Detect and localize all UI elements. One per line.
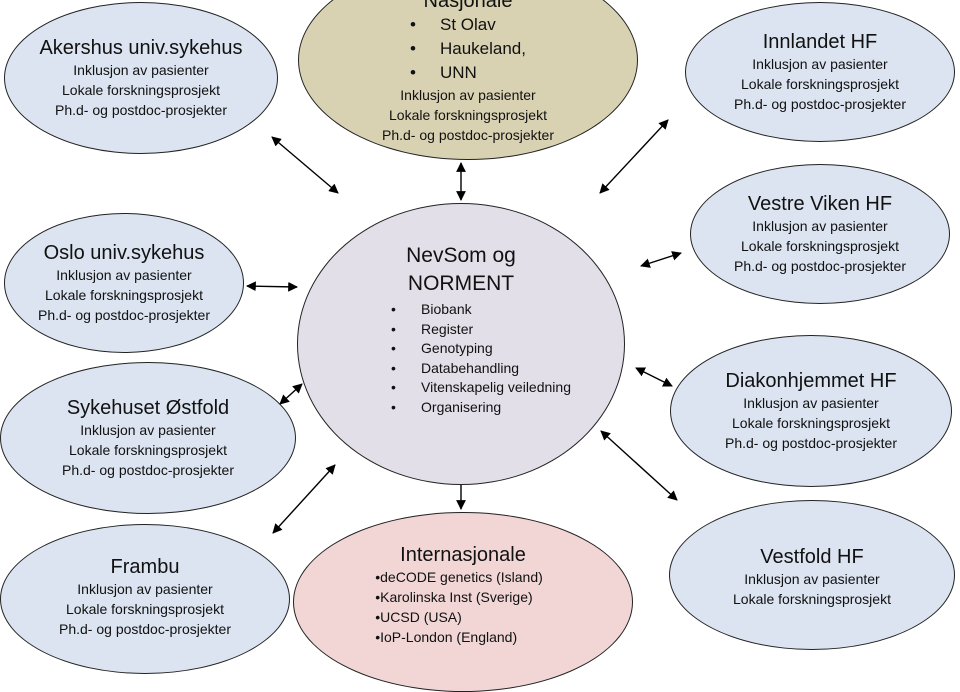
node-nevsom-norment: NevSom og NORMENT •Biobank •Register •Ge… xyxy=(297,203,625,485)
node-line: Inklusjon av pasienter xyxy=(744,571,880,587)
node-title: Innlandet HF xyxy=(762,31,878,53)
node-line: Ph.d- og postdoc-prosjekter xyxy=(38,307,210,323)
node-line: Ph.d- og postdoc-prosjekter xyxy=(55,102,227,118)
bullet-list: •Biobank •Register •Genotyping •Databeha… xyxy=(391,300,571,417)
node-line: Ph.d- og postdoc-prosjekter xyxy=(59,621,231,637)
node-akershus: Akershus univ.sykehus Inklusjon av pasie… xyxy=(4,2,278,154)
node-line: Ph.d- og postdoc-prosjekter xyxy=(734,96,906,112)
node-line: Lokale forskningsprosjekt xyxy=(45,287,203,303)
node-line: Lokale forskningsprosjekt xyxy=(741,76,899,92)
node-title: Sykehuset Østfold xyxy=(66,397,230,419)
node-innlandet: Innlandet HF Inklusjon av pasienter Loka… xyxy=(685,2,955,142)
node-line: Ph.d- og postdoc-prosjekter xyxy=(382,127,554,143)
list-item: •Databehandling xyxy=(391,359,520,376)
bullet-list: •St Olav •Haukeland, •UNN xyxy=(410,13,526,85)
list-item: •Haukeland, xyxy=(409,39,526,58)
node-vestre-viken: Vestre Viken HF Inklusjon av pasienter L… xyxy=(690,164,950,304)
node-diakonhjemmet: Diakonhjemmet HF Inklusjon av pasienter … xyxy=(670,335,952,487)
node-frambu: Frambu Inklusjon av pasienter Lokale for… xyxy=(0,524,290,674)
list-item: •IoP-London (England) xyxy=(375,629,518,645)
node-internasjonale: Internasjonale •deCODE genetics (Island)… xyxy=(293,512,633,692)
list-item: •deCODE genetics (Island) xyxy=(375,569,543,585)
node-title: Diakonhjemmet HF xyxy=(725,370,897,392)
node-line: Ph.d- og postdoc-prosjekter xyxy=(725,435,897,451)
list-item: •Organisering xyxy=(391,398,502,415)
list-item: •Karolinska Inst (Sverige) xyxy=(375,589,533,605)
node-title: Frambu xyxy=(110,556,180,578)
node-oslo: Oslo univ.sykehus Inklusjon av pasienter… xyxy=(4,213,244,353)
node-line: Lokale forskningsprosjekt xyxy=(389,107,547,123)
node-line: Inklusjon av pasienter xyxy=(73,62,209,78)
node-line: Inklusjon av pasienter xyxy=(743,395,879,411)
node-line: Lokale forskningsprosjekt xyxy=(732,415,890,431)
node-line: Inklusjon av pasienter xyxy=(77,581,213,597)
arrow-vestfold xyxy=(600,430,678,501)
node-line: Lokale forskningsprosjekt xyxy=(733,591,891,607)
list-item: •Register xyxy=(391,320,474,337)
node-line: Inklusjon av pasienter xyxy=(56,267,192,283)
arrow-ostfold xyxy=(279,383,303,405)
node-title: Nasjonale xyxy=(423,0,513,12)
node-line: Lokale forskningsprosjekt xyxy=(66,601,224,617)
list-item: •UCSD (USA) xyxy=(375,609,462,625)
connector-arrows xyxy=(246,119,682,534)
arrow-innlandet xyxy=(599,119,669,194)
node-line: Inklusjon av pasienter xyxy=(752,218,888,234)
node-ostfold: Sykehuset Østfold Inklusjon av pasienter… xyxy=(0,362,296,514)
node-line: Ph.d- og postdoc-prosjekter xyxy=(62,462,234,478)
node-title: Vestre Viken HF xyxy=(747,193,893,215)
node-line: Lokale forskningsprosjekt xyxy=(69,442,227,458)
bullet-list: •deCODE genetics (Island) •Karolinska In… xyxy=(375,567,543,647)
list-item: •Genotyping xyxy=(391,340,493,356)
node-vestfold: Vestfold HF Inklusjon av pasienter Lokal… xyxy=(669,500,955,650)
node-title: NORMENT xyxy=(407,272,515,295)
arrow-vestre-viken xyxy=(640,251,682,268)
node-line: Lokale forskningsprosjekt xyxy=(62,82,220,98)
node-title: Internasjonale xyxy=(400,544,526,566)
node-title: NevSom og xyxy=(406,244,516,267)
list-item: •St Olav xyxy=(409,15,496,34)
node-title: Vestfold HF xyxy=(760,546,864,568)
node-line: Lokale forskningsprosjekt xyxy=(741,238,899,254)
node-line: Inklusjon av pasienter xyxy=(80,422,216,438)
node-line: Ph.d- og postdoc-prosjekter xyxy=(734,258,906,274)
node-line: Inklusjon av pasienter xyxy=(400,87,536,103)
arrow-diakonhjemmet xyxy=(635,367,673,387)
list-item: •Biobank xyxy=(391,301,472,317)
arrow-frambu xyxy=(272,464,336,534)
node-nasjonale: Nasjonale •St Olav •Haukeland, •UNN Inkl… xyxy=(298,0,638,160)
node-line: Inklusjon av pasienter xyxy=(752,56,888,72)
node-title: Oslo univ.sykehus xyxy=(43,242,205,264)
list-item: •Vitenskapelig veiledning xyxy=(391,379,571,395)
node-title: Akershus univ.sykehus xyxy=(39,37,243,59)
list-item: •UNN xyxy=(409,63,477,82)
arrow-akershus xyxy=(271,136,339,194)
arrow-oslo xyxy=(246,281,298,292)
